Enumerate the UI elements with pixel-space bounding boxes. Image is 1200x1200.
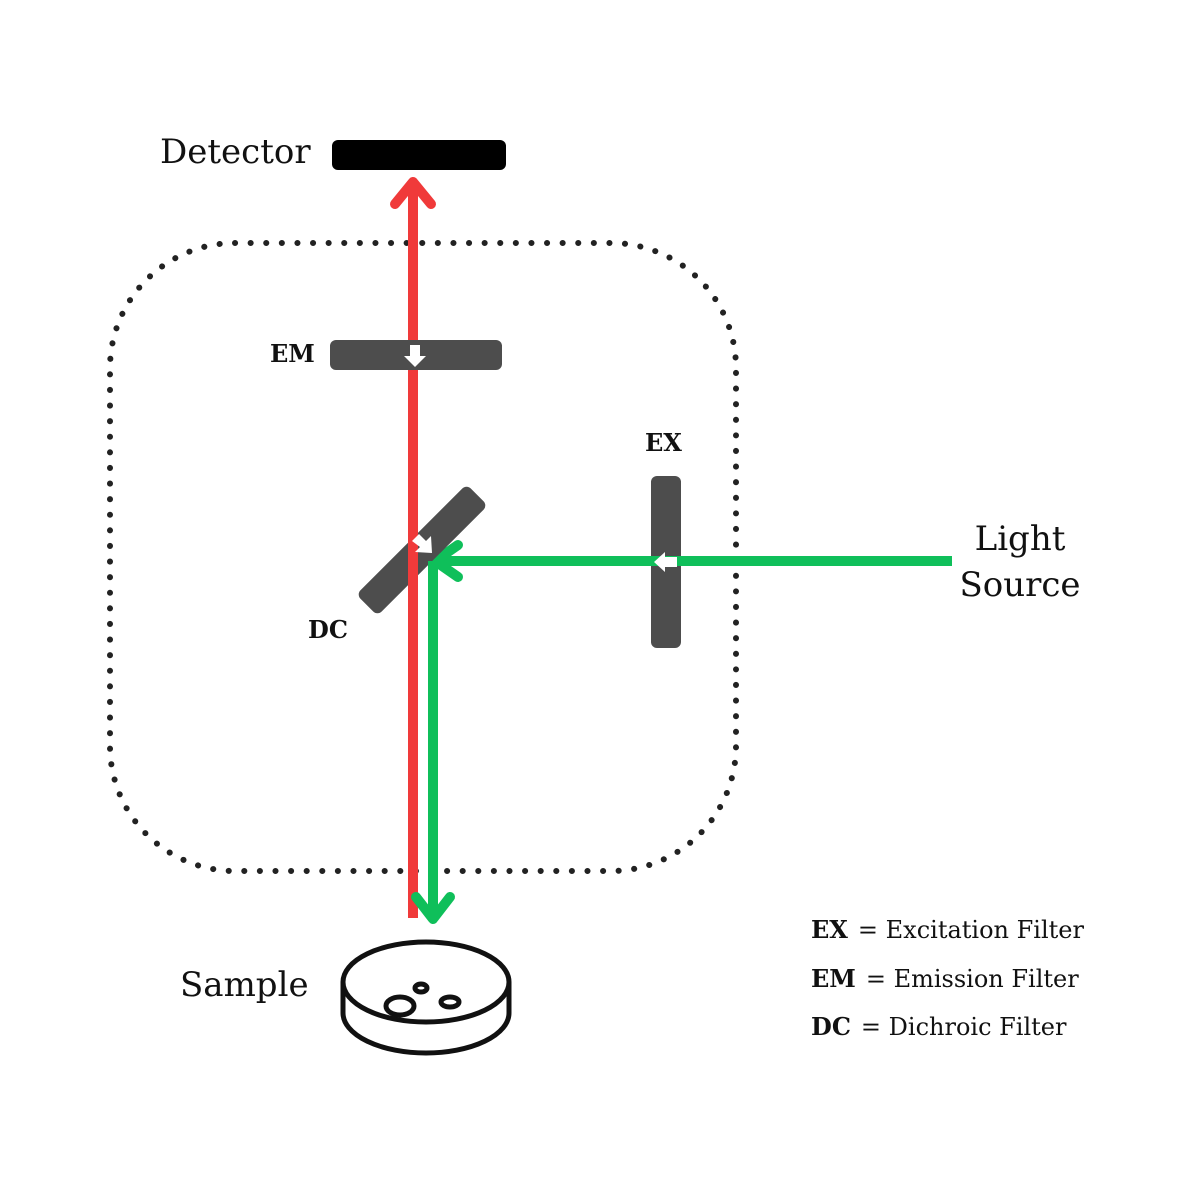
excitation-arrowhead-down	[411, 892, 455, 924]
light-source-label-line1: Light	[975, 519, 1066, 559]
legend-text-dc: = Dichroic Filter	[861, 1013, 1067, 1041]
legend-abbr-dc: DC	[811, 1012, 851, 1041]
dichroic-filter-arrow-icon	[412, 534, 432, 553]
filter-cube-outline	[107, 240, 739, 874]
dc-filter-label: DC	[308, 615, 348, 644]
legend-abbr-ex: EX	[811, 915, 848, 944]
sample-dish-icon	[340, 939, 512, 1056]
legend-abbr-em: EM	[811, 964, 856, 993]
emission-arrowhead	[390, 177, 436, 209]
light-source-label-line2: Source	[959, 565, 1080, 605]
emission-filter-arrow-icon	[404, 345, 426, 367]
detector-label: Detector	[160, 132, 311, 172]
legend-item: DC = Dichroic Filter	[811, 1012, 1067, 1041]
sample-label: Sample	[180, 965, 309, 1005]
excitation-filter-arrow-icon	[654, 552, 677, 572]
em-filter-label: EM	[270, 339, 315, 368]
detector-bar	[332, 140, 506, 170]
legend-item: EM = Emission Filter	[811, 964, 1079, 993]
ex-filter-label: EX	[645, 428, 682, 457]
legend-text-em: = Emission Filter	[866, 965, 1079, 993]
legend-item: EX = Excitation Filter	[811, 915, 1084, 944]
legend-text-ex: = Excitation Filter	[858, 916, 1085, 944]
legend: EX = Excitation Filter EM = Emission Fil…	[811, 915, 1084, 1041]
